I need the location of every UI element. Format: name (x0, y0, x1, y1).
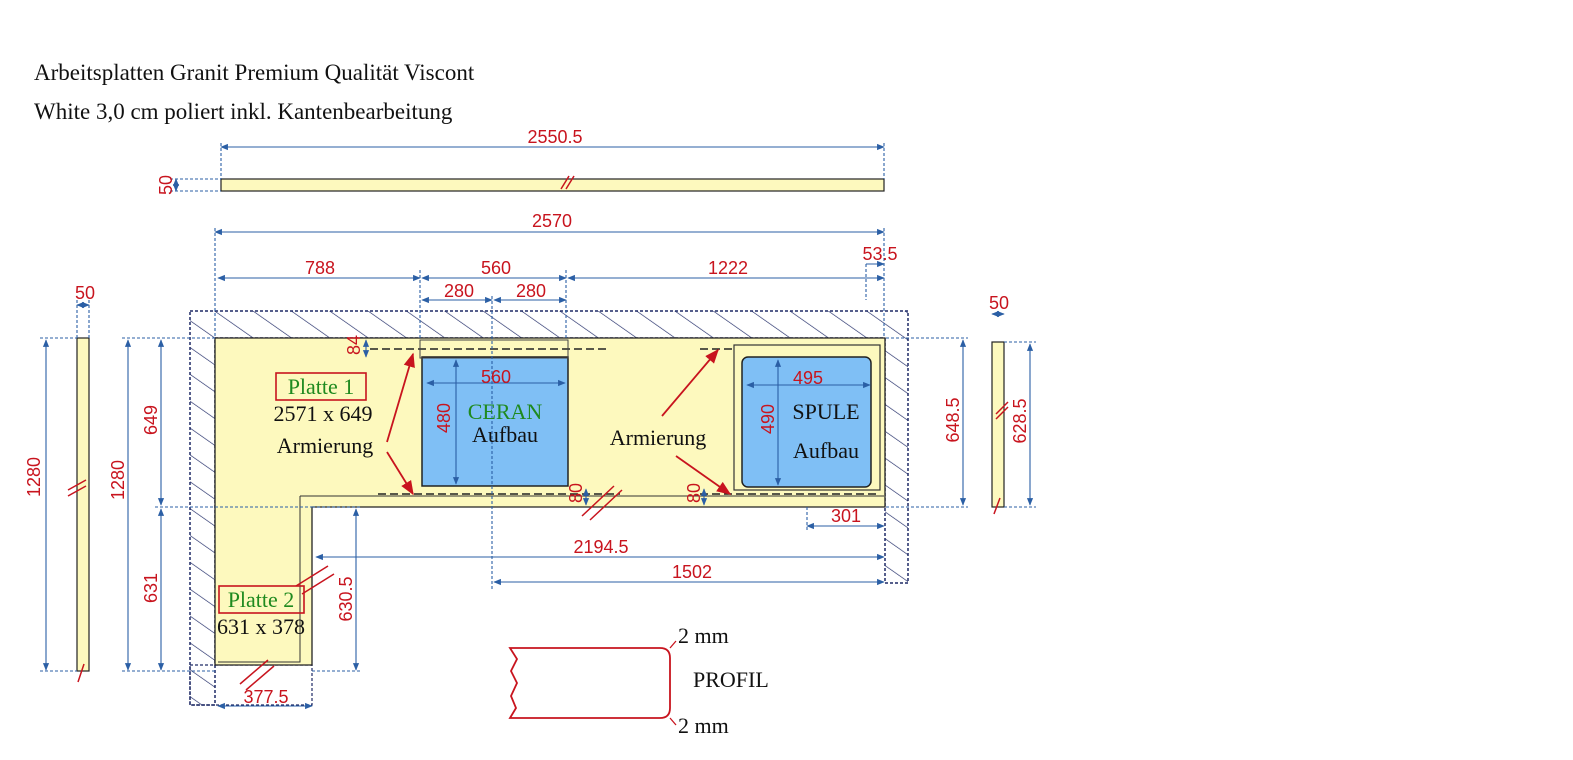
dim-bottom-width: 377.5 (243, 687, 288, 707)
break-marks (67, 401, 1009, 691)
profile-bottom-label: 2 mm (678, 713, 729, 738)
dim-run-1502: 1502 (672, 562, 712, 582)
dim-ceran-half-left: 280 (444, 281, 474, 301)
dimension-lines (40, 143, 1036, 710)
armierung-left-label: Armierung (277, 433, 374, 458)
ceran-label: CERAN (468, 399, 543, 424)
profile-shape (508, 647, 671, 719)
dim-gap-left: 80 (566, 483, 586, 503)
dim-side-right-length: 628.5 (1010, 398, 1030, 443)
profile-top-label: 2 mm (678, 623, 729, 648)
dim-side-left-width: 50 (75, 283, 95, 303)
header-line-2: White 3,0 cm poliert inkl. Kantenbearbei… (34, 99, 453, 124)
platte2-name: Platte 2 (228, 587, 295, 612)
platte1-name: Platte 1 (288, 374, 355, 399)
dim-run-2194: 2194.5 (573, 537, 628, 557)
break-mark (560, 175, 570, 190)
dim-seg-right: 1222 (708, 258, 748, 278)
header-line-1: Arbeitsplatten Granit Premium Qualität V… (34, 60, 475, 85)
dim-top-strip-height: 50 (156, 175, 176, 195)
break-mark (565, 175, 575, 190)
top-strip (220, 178, 885, 192)
dim-right-offset: 53.5 (862, 244, 897, 264)
ceran-cutout (421, 356, 569, 487)
dim-ceran-half-right: 280 (516, 281, 546, 301)
dim-ceran-width: 560 (481, 367, 511, 387)
dim-side-left-length: 1280 (24, 457, 44, 497)
profile-name: PROFIL (693, 667, 769, 692)
dim-run-301: 301 (831, 506, 861, 526)
ceran-sub-label: Aufbau (472, 422, 538, 447)
dim-sink-depth: 490 (758, 404, 778, 434)
dim-lower-depth: 631 (141, 573, 161, 603)
left-side-strip (76, 337, 90, 672)
dim-seg-left: 788 (305, 258, 335, 278)
dim-side-right-width: 50 (989, 293, 1009, 313)
dim-overall-length: 2570 (532, 211, 572, 231)
dim-top-strip-length: 2550.5 (527, 127, 582, 147)
armierung-right-label: Armierung (610, 425, 707, 450)
platte1-box (275, 372, 367, 401)
dim-right-depth: 648.5 (943, 397, 963, 442)
platte1-size: 2571 x 649 (274, 401, 373, 426)
spule-label: SPULE (792, 399, 859, 424)
profile-leader-top (669, 640, 677, 649)
dim-lower-inner: 630.5 (336, 576, 356, 621)
sink-cutout (741, 356, 872, 488)
right-side-strip (991, 341, 1005, 508)
platte2-size: 631 x 378 (217, 614, 305, 639)
dim-gap-right: 80 (684, 483, 704, 503)
ceran-frame (419, 339, 569, 359)
profile-leader-bottom (669, 717, 677, 726)
dim-sink-width: 495 (793, 368, 823, 388)
dim-seg-ceran: 560 (481, 258, 511, 278)
platte2-outline (218, 496, 301, 663)
spule-sub-label: Aufbau (793, 438, 859, 463)
dim-total-depth: 1280 (108, 460, 128, 500)
dim-ceran-offset: 84 (344, 335, 364, 355)
dim-upper-depth: 649 (141, 405, 161, 435)
platte2-box (218, 585, 305, 614)
dim-ceran-depth: 480 (434, 403, 454, 433)
armierung-arrows (386, 348, 732, 496)
